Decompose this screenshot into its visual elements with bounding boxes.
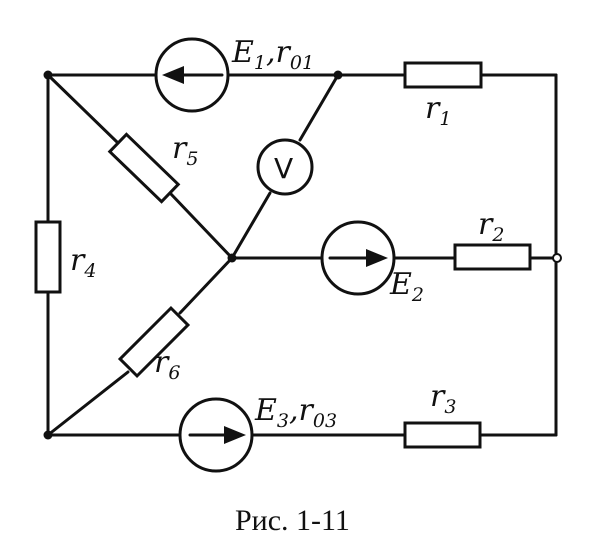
node-top-left [43, 70, 53, 80]
resistor-r5 [107, 132, 181, 204]
wire-voltmeter-lower [230, 191, 272, 260]
label-e2: E2 [389, 267, 424, 306]
arrow-right-icon [366, 249, 388, 267]
arrow-left-icon [162, 66, 184, 84]
label-r4: r4 [70, 243, 96, 282]
wire-diag-upper-b [168, 191, 234, 260]
voltmeter: V [256, 138, 314, 196]
label-e3: E3,r03 [254, 393, 337, 432]
resistor-r4 [34, 220, 62, 294]
terminal-right [552, 253, 562, 263]
label-r3: r3 [430, 379, 456, 418]
source-e3 [178, 397, 254, 473]
figure-caption: Рис. 1-11 [235, 504, 350, 537]
source-e1 [154, 37, 230, 113]
wire-voltmeter-upper [298, 73, 340, 142]
resistor-r2 [453, 243, 532, 271]
label-e1: E1,r01 [231, 35, 314, 74]
wire-diag-lower-b [46, 370, 130, 437]
node-center [227, 253, 237, 263]
voltmeter-label: V [274, 152, 293, 185]
resistor-r3 [403, 421, 482, 449]
label-r5: r5 [172, 131, 198, 170]
label-r6: r6 [154, 345, 180, 384]
arrow-right-icon [224, 426, 246, 444]
node-top-mid [333, 70, 343, 80]
node-bottom-left [43, 430, 53, 440]
wires [46, 73, 558, 437]
label-r1: r1 [425, 91, 451, 130]
wire-diag-upper-a [46, 73, 120, 145]
resistor-r1 [403, 61, 483, 89]
resistor-r6 [117, 305, 191, 379]
source-e2 [320, 220, 396, 296]
wire-diag-lower-a [178, 256, 234, 315]
label-r2: r2 [478, 207, 504, 246]
